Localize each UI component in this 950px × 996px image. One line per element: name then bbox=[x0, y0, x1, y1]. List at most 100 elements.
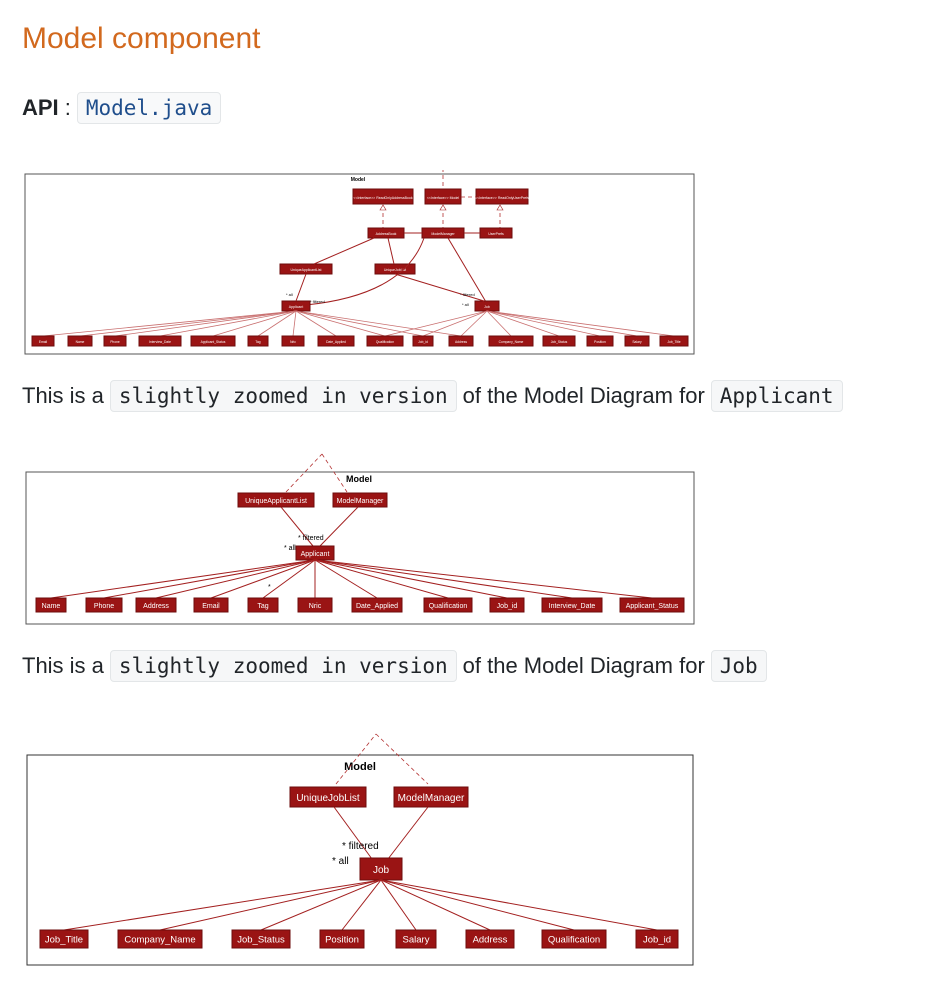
svg-text:Qualification: Qualification bbox=[429, 603, 468, 610]
svg-text:UniqueJobList: UniqueJobList bbox=[296, 793, 360, 804]
svg-text:Name: Name bbox=[42, 603, 61, 610]
full-attr-interview-date: Interview_Date bbox=[138, 335, 182, 347]
job-attr-position: Position bbox=[319, 929, 365, 949]
class-modelmanager-full: ModelManager bbox=[421, 227, 465, 239]
svg-text:<<Interface>> ReadOnlyUserPref: <<Interface>> ReadOnlyUserPrefs bbox=[475, 196, 529, 200]
full-attr-phone: Phone bbox=[103, 335, 127, 347]
job-attr-company-name: Company_Name bbox=[117, 929, 203, 949]
svg-text:Applicant: Applicant bbox=[289, 305, 303, 309]
class-modelmanager: ModelManager bbox=[332, 492, 388, 508]
job-attr-qualification: Qualification bbox=[541, 929, 607, 949]
svg-text:Address: Address bbox=[455, 340, 467, 344]
class-uniquejoblist: UniqueJobList bbox=[289, 786, 367, 808]
full-attr-job-id: Job_id bbox=[412, 335, 434, 347]
svg-text:UniqueJobList: UniqueJobList bbox=[384, 268, 406, 272]
svg-text:Job_Title: Job_Title bbox=[45, 935, 83, 946]
svg-text:Company_Name: Company_Name bbox=[124, 935, 195, 946]
svg-text:Email: Email bbox=[39, 340, 48, 344]
svg-text:Nric: Nric bbox=[290, 340, 296, 344]
model-diagram-applicant: Model UniqueApplicantList ModelManager *… bbox=[24, 452, 696, 631]
svg-text:Company_Name: Company_Name bbox=[499, 340, 524, 344]
paragraph-job: This is a slightly zoomed in version of … bbox=[22, 650, 773, 682]
svg-text:Job_id: Job_id bbox=[418, 340, 428, 344]
inline-code-job: Job bbox=[710, 650, 767, 682]
label-filtered-applicant: * filtered bbox=[310, 299, 325, 304]
applicant-attr-interview-date: Interview_Date bbox=[541, 597, 603, 613]
full-attr-position: Position bbox=[586, 335, 614, 347]
svg-text:Job_id: Job_id bbox=[643, 935, 671, 946]
class-applicant-full: Applicant bbox=[281, 300, 311, 312]
diagram-title: Model bbox=[344, 761, 376, 773]
svg-text:Job: Job bbox=[484, 305, 490, 309]
applicant-attr-name: Name bbox=[35, 597, 67, 613]
label-all-job: * all bbox=[462, 302, 469, 307]
full-attr-nric: Nric bbox=[281, 335, 305, 347]
svg-text:Applicant: Applicant bbox=[301, 551, 330, 558]
full-attr-date-applied: Date_Applied bbox=[317, 335, 355, 347]
svg-text:Nric: Nric bbox=[309, 603, 322, 610]
inline-code: slightly zoomed in version bbox=[109, 380, 457, 412]
full-attr-email: Email bbox=[31, 335, 55, 347]
svg-text:Position: Position bbox=[594, 340, 606, 344]
api-line: API : Model.java bbox=[22, 92, 222, 124]
full-attr-tag: Tag bbox=[247, 335, 269, 347]
svg-text:Phone: Phone bbox=[110, 340, 120, 344]
svg-text:Tag: Tag bbox=[255, 340, 260, 344]
interface-model: <<Interface>> Model bbox=[424, 188, 462, 205]
svg-text:Job_Status: Job_Status bbox=[551, 340, 568, 344]
class-modelmanager-job: ModelManager bbox=[393, 786, 469, 808]
api-separator: : bbox=[64, 95, 71, 120]
class-uniquejoblist-full: UniqueJobList bbox=[374, 263, 416, 275]
diagram-title: Model bbox=[346, 474, 372, 484]
label-filtered: * filtered bbox=[342, 841, 379, 852]
applicant-attr-qualification: Qualification bbox=[423, 597, 473, 613]
svg-text:UniqueApplicantList: UniqueApplicantList bbox=[245, 498, 307, 505]
full-attr-job-status: Job_Status bbox=[542, 335, 576, 347]
svg-text:Job_Title: Job_Title bbox=[667, 340, 680, 344]
applicant-attr-address: Address bbox=[135, 597, 177, 613]
job-attr-address: Address bbox=[465, 929, 515, 949]
job-attr-job-title: Job_Title bbox=[39, 929, 89, 949]
section-heading: Model component bbox=[22, 22, 261, 55]
label-all-applicant: * all bbox=[286, 292, 293, 297]
svg-text:Phone: Phone bbox=[94, 603, 114, 610]
applicant-attr-email: Email bbox=[193, 597, 229, 613]
label-all: * all bbox=[284, 545, 296, 552]
full-attr-company-name: Company_Name bbox=[488, 335, 534, 347]
api-label: API bbox=[22, 95, 59, 120]
api-link-model-java[interactable]: Model.java bbox=[76, 92, 222, 124]
para-text: This is a bbox=[22, 383, 104, 408]
svg-text:Interview_Date: Interview_Date bbox=[149, 340, 171, 344]
label-all: * all bbox=[332, 856, 349, 867]
inline-code: slightly zoomed in version bbox=[109, 650, 457, 682]
class-userprefs: UserPrefs bbox=[479, 227, 513, 239]
svg-text:Salary: Salary bbox=[632, 340, 642, 344]
svg-text:Address: Address bbox=[143, 603, 169, 610]
full-attr-job-title: Job_Title bbox=[659, 335, 689, 347]
para-text: This is a bbox=[22, 653, 104, 678]
applicant-attr-phone: Phone bbox=[85, 597, 123, 613]
applicant-attr-tag: Tag bbox=[247, 597, 279, 613]
inline-code-applicant: Applicant bbox=[710, 380, 843, 412]
svg-text:Qualification: Qualification bbox=[548, 935, 600, 946]
full-attr-applicant-status: Applicant_Status bbox=[190, 335, 236, 347]
svg-text:Job_Status: Job_Status bbox=[237, 935, 285, 946]
svg-text:Applicant_Status: Applicant_Status bbox=[201, 340, 226, 344]
svg-text:Applicant_Status: Applicant_Status bbox=[626, 603, 679, 610]
applicant-attr-applicant-status: Applicant_Status bbox=[619, 597, 685, 613]
svg-text:Tag: Tag bbox=[257, 603, 268, 610]
svg-text:ModelManager: ModelManager bbox=[337, 498, 384, 505]
svg-text:ModelManager: ModelManager bbox=[431, 232, 455, 236]
job-attr-salary: Salary bbox=[395, 929, 437, 949]
class-uniqueapplicantlist: UniqueApplicantList bbox=[237, 492, 315, 508]
svg-text:AddressBook: AddressBook bbox=[376, 232, 397, 236]
svg-text:Qualification: Qualification bbox=[376, 340, 394, 344]
svg-text:<<Interface>> ReadOnlyAddressB: <<Interface>> ReadOnlyAddressBook bbox=[353, 196, 412, 200]
model-diagram-job: Model UniqueJobList ModelManager * filte… bbox=[24, 732, 696, 973]
applicant-attr-date-applied: Date_Applied bbox=[351, 597, 403, 613]
paragraph-applicant: This is a slightly zoomed in version of … bbox=[22, 380, 849, 412]
svg-text:<<Interface>> Model: <<Interface>> Model bbox=[427, 196, 460, 200]
class-job: Job bbox=[359, 857, 403, 881]
job-attr-job-status: Job_Status bbox=[231, 929, 291, 949]
full-attr-salary: Salary bbox=[624, 335, 650, 347]
